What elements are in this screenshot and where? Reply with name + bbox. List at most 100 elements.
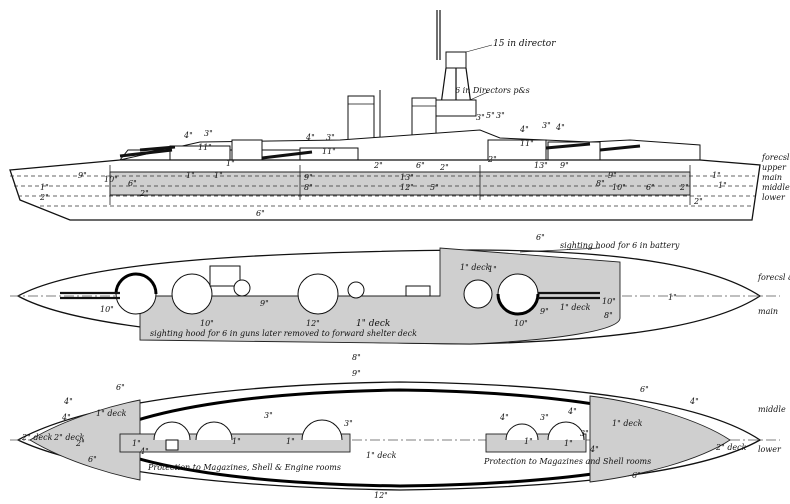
svg-text:1": 1": [186, 171, 195, 180]
svg-text:1": 1": [524, 437, 533, 446]
director-top: [445, 51, 467, 69]
barbette-x: [297, 273, 339, 315]
svg-text:12": 12": [400, 183, 414, 192]
svg-text:2": 2": [373, 161, 383, 170]
svg-text:8": 8": [604, 311, 613, 320]
svg-text:4": 4": [519, 125, 529, 134]
svg-text:3": 3": [496, 111, 505, 120]
svg-text:4": 4": [555, 123, 565, 132]
svg-text:3": 3": [264, 411, 273, 420]
svg-text:4": 4": [305, 133, 315, 142]
profile-deck-labels: forecsl upper main middle lower: [761, 153, 790, 202]
svg-text:1": 1": [232, 437, 241, 446]
svg-text:2": 2": [679, 183, 689, 192]
svg-text:13": 13": [400, 173, 414, 182]
svg-text:1" deck: 1" deck: [366, 451, 397, 460]
svg-text:2": 2": [439, 163, 449, 172]
svg-text:1" deck: 1" deck: [612, 419, 643, 428]
svg-text:1" deck: 1" deck: [460, 263, 491, 272]
svg-text:4": 4": [61, 413, 71, 422]
svg-text:2": 2": [139, 189, 149, 198]
svg-text:3": 3": [326, 133, 335, 142]
svg-text:4": 4": [63, 397, 73, 406]
svg-text:9": 9": [540, 307, 549, 316]
svg-text:1": 1": [40, 183, 49, 192]
svg-text:4": 4": [499, 413, 509, 422]
upper-deck-mark: 1" deck: [356, 319, 390, 329]
svg-text:10": 10": [200, 319, 214, 328]
deck-label-middle: middle: [762, 183, 790, 192]
svg-text:1": 1": [286, 437, 295, 446]
svg-text:13": 13": [534, 161, 548, 170]
svg-text:1": 1": [214, 171, 223, 180]
upper-plan-thickness-marks: 6" 10" 9" 10" 12" 10" 9" 10" 8" 1" 1" 8"…: [100, 233, 677, 378]
note-sighting-hood-removed: sighting hood for 6 in guns later remove…: [150, 329, 417, 338]
lower-plan-hull: [16, 381, 762, 491]
svg-text:6": 6": [256, 209, 265, 218]
upper-plan-armor-deck: [139, 247, 621, 345]
svg-text:8": 8": [352, 353, 361, 362]
svg-text:11": 11": [520, 139, 534, 148]
upper-deck-plan: sighting hood for 6 in battery sighting …: [10, 233, 790, 378]
svg-text:1": 1": [668, 293, 677, 302]
svg-text:2": 2": [487, 155, 497, 164]
barbette-b: [171, 273, 213, 315]
svg-text:6": 6": [536, 233, 545, 242]
deck-label-forecsl-upper: forecsl & upper: [757, 273, 790, 282]
deck-label-upper: upper: [762, 163, 787, 172]
svg-text:8": 8": [596, 179, 605, 188]
svg-text:2": 2": [693, 197, 703, 206]
deck-label-lower: lower: [762, 193, 786, 202]
svg-text:9": 9": [560, 161, 569, 170]
svg-text:2": 2": [75, 439, 85, 448]
svg-text:3": 3": [204, 129, 213, 138]
svg-text:6": 6": [640, 385, 649, 394]
svg-text:8": 8": [304, 183, 313, 192]
note-protection-engine: Protection to Magazines, Shell & Engine …: [147, 463, 341, 472]
svg-text:1": 1": [718, 181, 727, 190]
svg-text:6": 6": [632, 471, 641, 480]
lower-plan-aft-armor: [589, 395, 731, 483]
profile-view: 15 in director 6 in Directors p&s: [9, 10, 790, 221]
svg-text:6": 6": [116, 383, 125, 392]
svg-text:6": 6": [416, 161, 425, 170]
svg-text:11": 11": [322, 147, 336, 156]
svg-text:12": 12": [374, 491, 388, 500]
svg-text:2": 2": [39, 193, 49, 202]
svg-text:4": 4": [689, 397, 699, 406]
svg-text:3": 3": [476, 113, 485, 122]
svg-text:3": 3": [580, 429, 589, 438]
lower-barbette-a: [153, 421, 191, 441]
deck-label-forecsl: forecsl: [761, 153, 790, 162]
lower-barbette-x: [301, 419, 343, 441]
svg-text:1": 1": [488, 265, 497, 274]
svg-text:1": 1": [564, 439, 573, 448]
profile-thickness-marks: 4" 3" 11" 4" 3" 11" 3" 5" 3" 4" 3" 4" 11…: [39, 111, 727, 218]
svg-text:12": 12": [306, 319, 320, 328]
svg-text:6": 6": [88, 455, 97, 464]
svg-text:9": 9": [304, 173, 313, 182]
directors-6in-callout: 6 in Directors p&s: [455, 86, 530, 95]
svg-text:9": 9": [260, 299, 269, 308]
svg-text:2" deck: 2" deck: [21, 433, 53, 442]
svg-text:2" deck: 2" deck: [53, 433, 85, 442]
svg-text:4": 4": [139, 447, 149, 456]
svg-text:10": 10": [602, 297, 616, 306]
svg-text:2" deck: 2" deck: [715, 443, 747, 452]
lower-deck-plan: Protection to Magazines, Shell & Engine …: [10, 381, 786, 500]
director-15in-callout: 15 in director: [493, 39, 556, 49]
svg-text:10": 10": [514, 319, 528, 328]
svg-text:3": 3": [540, 413, 549, 422]
svg-text:1": 1": [226, 159, 235, 168]
deck-label-middle-plan: middle: [758, 405, 786, 414]
note-sighting-hood-battery: sighting hood for 6 in battery: [560, 241, 680, 250]
svg-text:10": 10": [104, 175, 118, 184]
svg-text:9": 9": [608, 171, 617, 180]
lower-deck-mark-fwd: 1" deck: [96, 409, 127, 418]
svg-text:3": 3": [344, 419, 353, 428]
note-protection-shell: Protection to Magazines and Shell rooms: [483, 457, 651, 466]
lower-plan-thickness-marks: 6" 6" 4" 4" 3" 1" 4" 4" 3" 4" 4" 3" 3" 2…: [61, 383, 699, 500]
svg-text:1": 1": [132, 439, 141, 448]
svg-text:4": 4": [183, 131, 193, 140]
